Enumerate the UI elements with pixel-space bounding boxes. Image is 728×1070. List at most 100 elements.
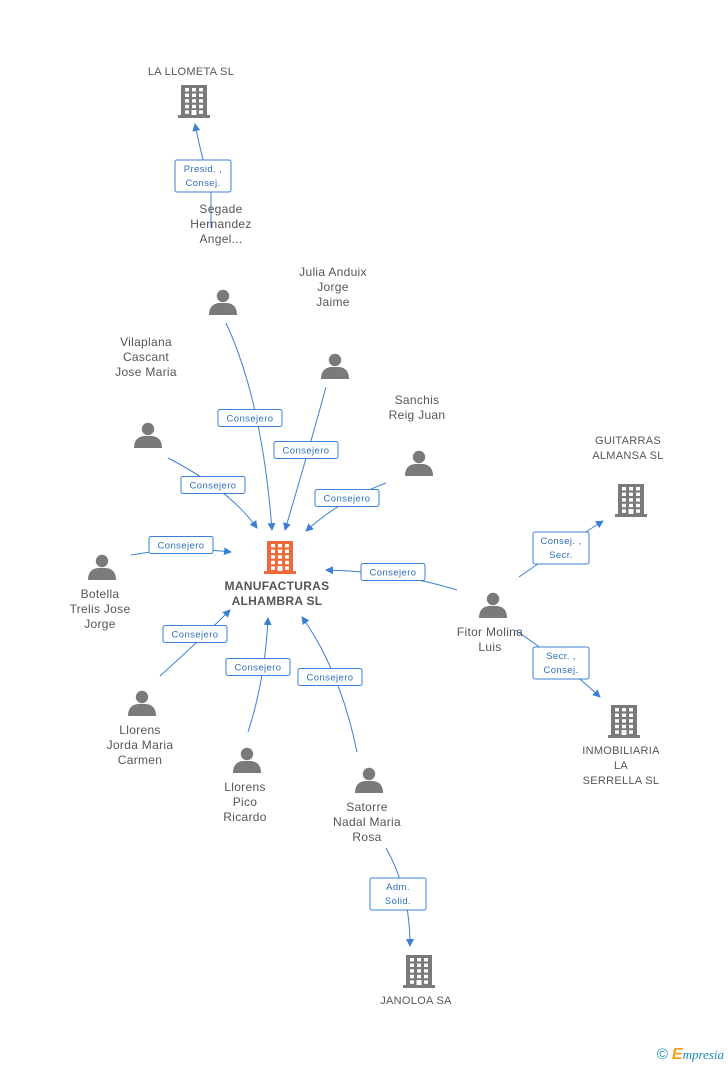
- node-name-text: Segade: [199, 202, 242, 216]
- edge-role-text: Consej. ,: [540, 536, 581, 547]
- edge-role-label[interactable]: Consej. , Secr.: [532, 531, 590, 565]
- building-icon: [178, 85, 210, 118]
- node-name-text: Reig Juan: [389, 408, 446, 422]
- copyright-symbol: ©: [656, 1046, 668, 1063]
- person-icon: [321, 353, 349, 379]
- edge-vilaplana-central: Consejero: [167, 457, 258, 529]
- node-name-text: Cascant: [123, 350, 169, 364]
- person-icon: [134, 422, 162, 448]
- node-name-text: Sanchis: [395, 393, 440, 407]
- person-icon: [209, 289, 237, 315]
- edge-role-text: Secr.: [549, 550, 573, 561]
- node-name-text: Luis: [478, 640, 501, 654]
- edge-role-label[interactable]: Consejero: [360, 563, 426, 581]
- edge-role-label[interactable]: Consejero: [180, 476, 246, 494]
- node-name-text: Hernandez: [190, 217, 251, 231]
- edge-satorre-central: Consejero: [297, 616, 363, 753]
- person-icon: [233, 747, 261, 773]
- edge-role-label[interactable]: Adm. Solid.: [369, 877, 427, 911]
- edge-fitor-inmobiliaria: Secr. , Consej.: [514, 629, 601, 698]
- node-name-text: Satorre: [346, 800, 387, 814]
- node-name-text: ALHAMBRA SL: [232, 594, 323, 608]
- node-name-text: MANUFACTURAS: [225, 579, 330, 593]
- person-node-segade[interactable]: SegadeHernandezAngel...: [190, 202, 251, 315]
- edge-role-text: Adm.: [386, 882, 410, 893]
- node-name-text: GUITARRAS: [595, 435, 661, 447]
- node-name-text: Nadal Maria: [333, 815, 401, 829]
- node-name-text: Llorens: [119, 723, 160, 737]
- node-name-text: JANOLOA SA: [380, 995, 452, 1007]
- building-icon: [615, 484, 647, 517]
- node-name-text: INMOBILIARIA: [582, 745, 660, 757]
- edge-role-label[interactable]: Consejero: [162, 625, 228, 643]
- edge-segade-central: Consejero: [217, 322, 283, 531]
- node-name-text: Carmen: [118, 753, 162, 767]
- node-name-text: Julia Anduix: [299, 265, 367, 279]
- brand-logo-e: E: [671, 1046, 683, 1063]
- person-icon: [479, 592, 507, 618]
- node-name-text: LA LLOMETA SL: [148, 66, 234, 78]
- node-name-text: Rosa: [352, 830, 381, 844]
- person-icon: [405, 450, 433, 476]
- edge-role-text: Solid.: [385, 896, 411, 907]
- edge-role-text: Consejero: [283, 446, 330, 457]
- edge-role-text: Consej.: [185, 178, 220, 189]
- edge-role-text: Consej.: [543, 665, 578, 676]
- edge-julia-central: Consejero: [273, 386, 339, 531]
- edge-satorre-janoloa: Adm. Solid.: [369, 847, 427, 947]
- building-icon: [608, 705, 640, 738]
- node-name-text: Jorge: [84, 617, 116, 631]
- edge-arrow-line: [247, 617, 272, 733]
- edge-role-text: Consejero: [370, 568, 417, 579]
- company-node-janoloa[interactable]: JANOLOA SA: [380, 955, 452, 1007]
- node-name-text: Vilaplana: [120, 335, 172, 349]
- edge-role-label[interactable]: Consejero: [148, 536, 214, 554]
- edge-llorenspico-central: Consejero: [225, 617, 291, 733]
- building-icon: [403, 955, 435, 988]
- edge-role-text: Consejero: [172, 630, 219, 641]
- edge-role-text: Consejero: [307, 673, 354, 684]
- node-name-text: Angel...: [199, 232, 242, 246]
- footer-brand: ©Empresia: [657, 1046, 724, 1064]
- edge-role-label[interactable]: Consejero: [297, 668, 363, 686]
- edge-role-label[interactable]: Consejero: [273, 441, 339, 459]
- edge-arrow-line: [283, 386, 327, 531]
- edge-fitor-central: Consejero: [325, 563, 458, 591]
- node-name-text: Ricardo: [223, 810, 266, 824]
- edge-role-text: Consejero: [190, 481, 237, 492]
- node-name-text: Trelis Jose: [70, 602, 131, 616]
- building-icon: [264, 541, 296, 574]
- person-icon: [88, 554, 116, 580]
- brand-logo-text: mpresia: [682, 1047, 724, 1062]
- node-name-text: LA: [614, 760, 628, 772]
- edge-role-text: Presid. ,: [184, 164, 222, 175]
- edge-role-label[interactable]: Secr. , Consej.: [532, 646, 590, 680]
- edge-role-label[interactable]: Consejero: [225, 658, 291, 676]
- edge-role-text: Secr. ,: [546, 651, 576, 662]
- node-name-text: Botella: [81, 587, 120, 601]
- edge-role-label[interactable]: Presid. , Consej.: [174, 159, 232, 193]
- edges-layer: Presid. ,Consej.ConsejeroConsejeroConsej…: [130, 123, 604, 947]
- edge-role-text: Consejero: [235, 663, 282, 674]
- node-name-text: Jaime: [316, 295, 350, 309]
- edge-llorensjorda-central: Consejero: [159, 609, 231, 677]
- company-node-lallometa[interactable]: LA LLOMETA SL: [148, 66, 234, 118]
- edge-role-label[interactable]: Consejero: [217, 409, 283, 427]
- edge-role-text: Consejero: [227, 414, 274, 425]
- edge-role-label[interactable]: Consejero: [314, 489, 380, 507]
- edge-fitor-guitarras: Consej. , Secr.: [518, 520, 604, 578]
- node-name-text: Pico: [233, 795, 258, 809]
